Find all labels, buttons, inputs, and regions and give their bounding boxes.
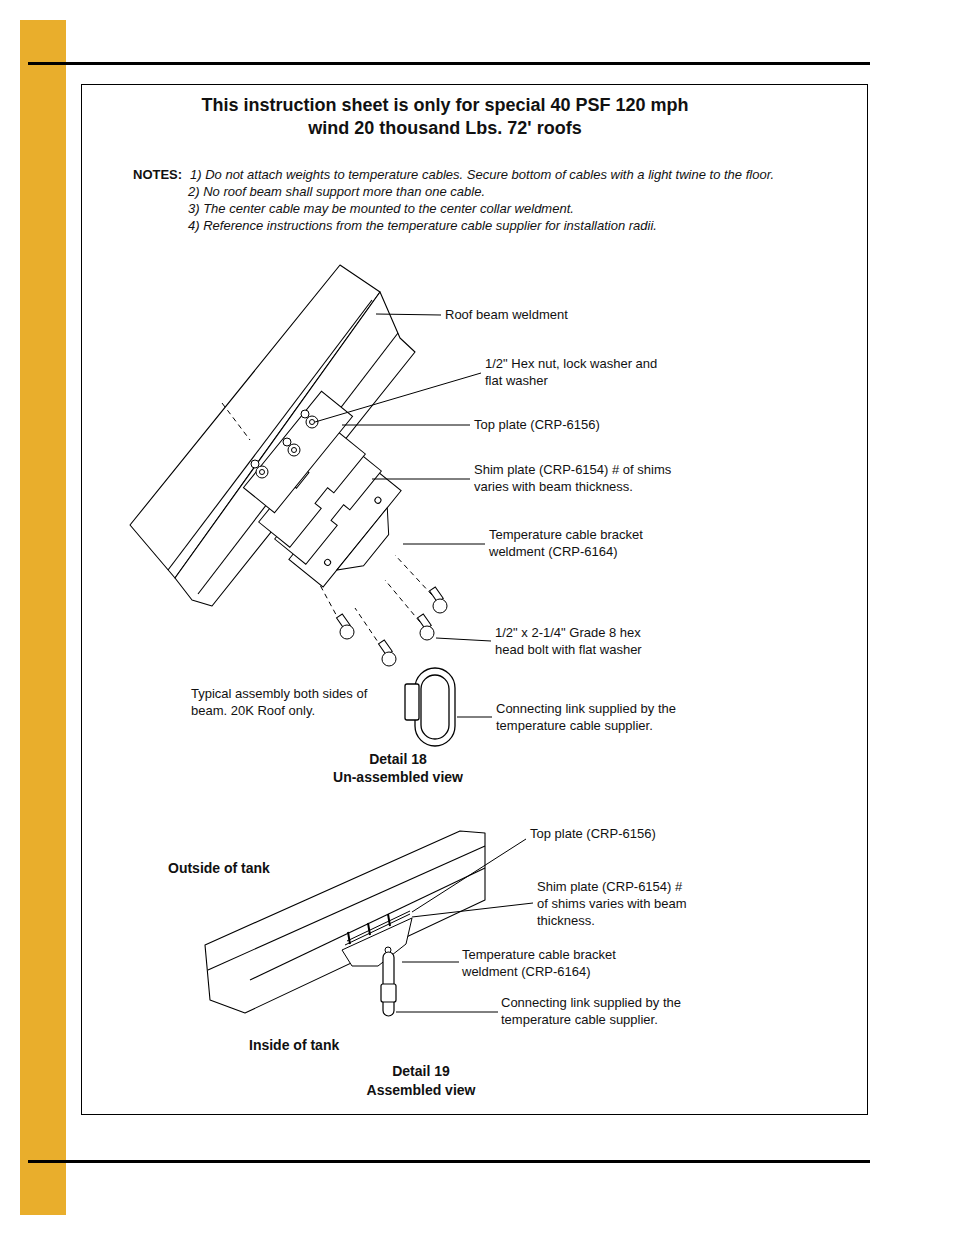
side-bar (20, 20, 66, 1215)
notes-heading: NOTES: (133, 166, 182, 183)
frame (82, 85, 868, 1115)
side-label: Inside of tank (249, 1037, 339, 1054)
assembly-note: Typical assembly both sides of beam. 20K… (191, 685, 383, 719)
roof-beam (130, 265, 415, 606)
part-label: 1/2" x 2-1/4" Grade 8 hex head bolt with… (495, 624, 663, 658)
part-label: Connecting link supplied by the temperat… (501, 994, 706, 1028)
rule (28, 1160, 870, 1163)
dashed-line (222, 403, 250, 440)
roof-beam (205, 831, 485, 1013)
leader-line (396, 839, 533, 1012)
note: 3) The center cable may be mounted to th… (188, 200, 574, 217)
leader-line (315, 314, 492, 717)
note: 2) No roof beam shall support more than … (188, 183, 485, 200)
hex-nut (251, 410, 318, 478)
part-label: Shim plate (CRP-6154) # of shims varies … (474, 461, 699, 495)
note: 1) Do not attach weights to temperature … (190, 166, 774, 183)
hex-bolt (320, 555, 447, 666)
part-label: Temperature cable bracket weldment (CRP-… (489, 526, 667, 560)
bracket-weldment (342, 911, 412, 966)
connecting-link (381, 952, 396, 1016)
rule (28, 62, 870, 65)
bolt (348, 914, 390, 944)
note: 4) Reference instructions from the tempe… (188, 217, 657, 234)
detail-caption: Detail 19 (341, 1063, 501, 1080)
top-plate (243, 391, 352, 513)
part-label: Temperature cable bracket weldment (CRP-… (462, 946, 640, 980)
sheet-title: This instruction sheet is only for speci… (180, 94, 710, 140)
detail-caption: Un-assembled view (298, 769, 498, 786)
side-label: Outside of tank (168, 860, 270, 877)
detail-caption: Detail 18 (318, 751, 478, 768)
part-label: Shim plate (CRP-6154) # of shims varies … (537, 878, 689, 929)
part-label: Top plate (CRP-6156) (474, 416, 600, 433)
part-label: Connecting link supplied by the temperat… (496, 700, 678, 734)
detail-caption: Assembled view (321, 1082, 521, 1099)
part-label: Roof beam weldment (445, 306, 568, 323)
connecting-link (405, 668, 455, 746)
part-label: 1/2" Hex nut, lock washer and flat washe… (485, 355, 660, 389)
part-label: Top plate (CRP-6156) (530, 825, 656, 842)
